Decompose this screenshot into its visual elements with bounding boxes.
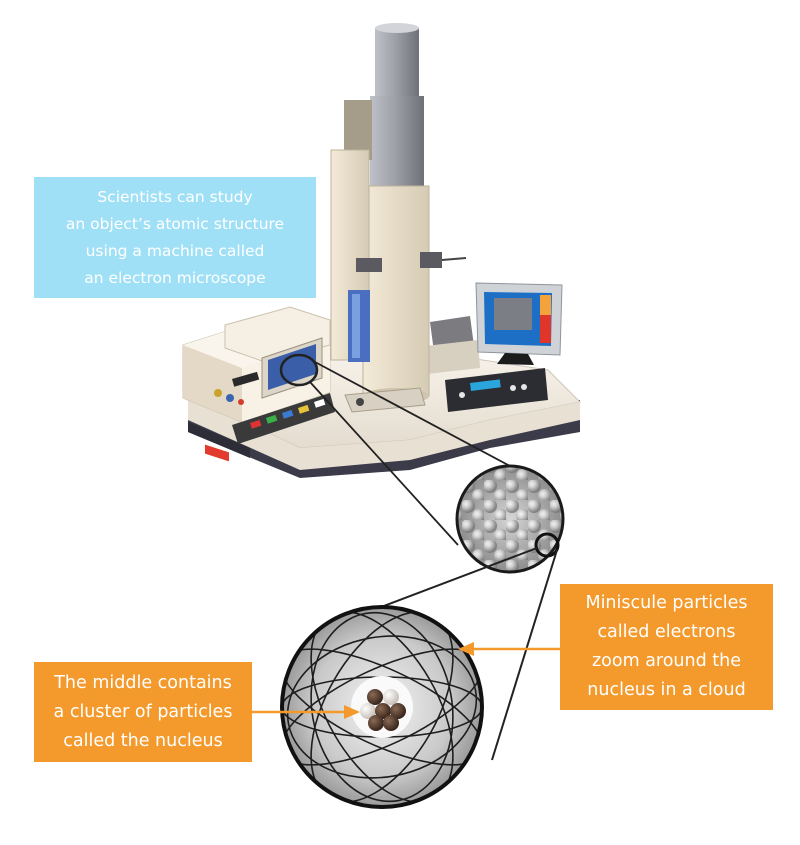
arrow-to-electrons <box>458 642 560 656</box>
magnifier-ring <box>279 353 319 387</box>
callout-electrons-line-1: Miniscule particles <box>585 593 748 613</box>
connector-line <box>359 547 538 616</box>
microscope-icon <box>182 23 582 478</box>
connector-line <box>491 549 558 761</box>
callout-intro-line-2: an object’s atomic structure <box>65 214 285 233</box>
callout-nucleus: The middle contains a cluster of particl… <box>34 662 252 762</box>
callout-intro-line-3: using a machine called <box>85 241 265 260</box>
callout-electrons-line-4: nucleus in a cloud <box>587 680 746 700</box>
callout-intro-line-4: an electron microscope <box>84 268 266 287</box>
callout-electrons: Miniscule particles called electrons zoo… <box>560 584 773 710</box>
callout-nucleus-line-2: a cluster of particles <box>53 701 233 722</box>
callout-nucleus-line-1: The middle contains <box>54 672 232 693</box>
callout-electrons-line-2: called electrons <box>597 622 736 642</box>
callout-intro-line-1: Scientists can study <box>97 187 253 206</box>
atomic-lattice-icon <box>455 464 565 574</box>
callout-electron-microscope: Scientists can study an object’s atomic … <box>34 177 316 298</box>
nucleus-icon <box>351 676 413 738</box>
connector-line <box>309 381 459 546</box>
callout-nucleus-line-3: called the nucleus <box>63 730 223 751</box>
atom-model-icon <box>280 605 484 809</box>
callout-electrons-line-3: zoom around the <box>591 651 742 671</box>
arrow-to-nucleus <box>252 705 360 719</box>
